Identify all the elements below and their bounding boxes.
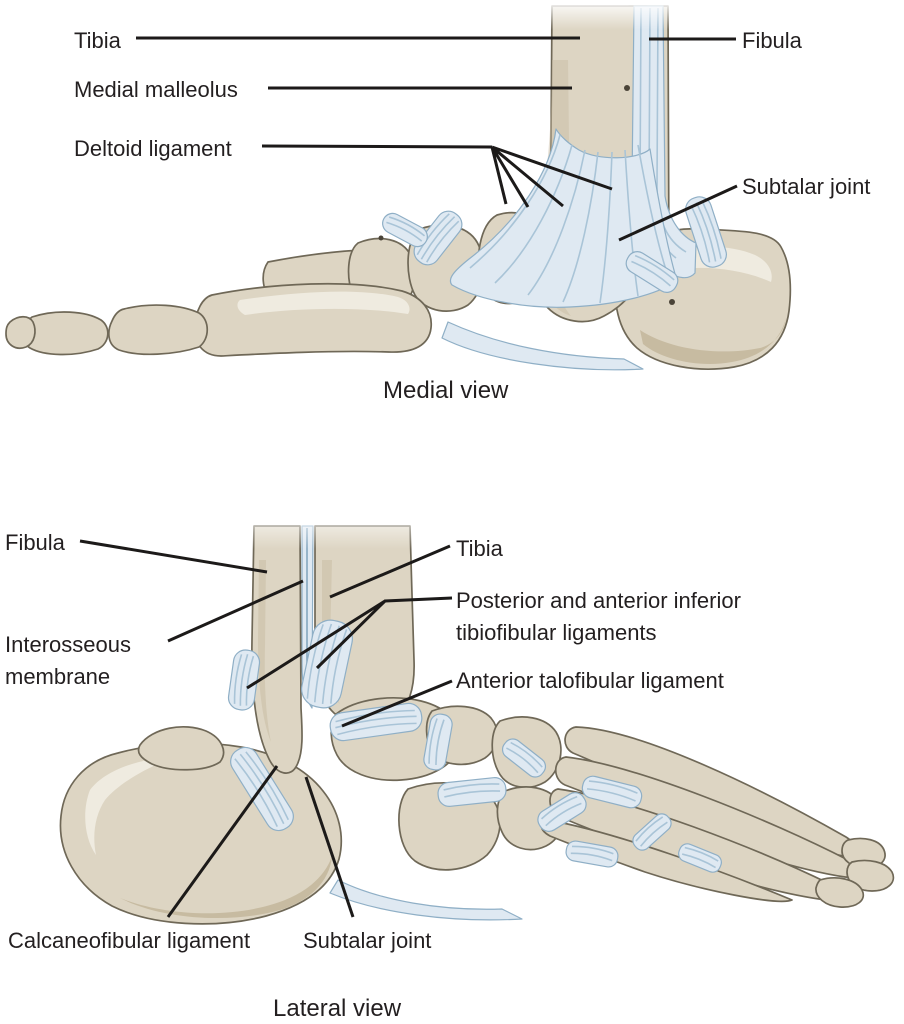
label-tibia-lateral: Tibia bbox=[456, 536, 503, 561]
label-calcaneofibular: Calcaneofibular ligament bbox=[8, 928, 251, 953]
leader-anterior-talofibular bbox=[341, 679, 453, 728]
tarsal-ligament-patch bbox=[423, 713, 453, 771]
calcaneus-shade bbox=[640, 318, 786, 364]
tarsal-ligament-patch bbox=[678, 843, 722, 873]
leader-calcaneofibular bbox=[166, 765, 279, 918]
tarsal-ligament-patch bbox=[537, 792, 587, 832]
tarsal-ligament-patch bbox=[501, 738, 547, 778]
plantar-ligament-graphic bbox=[441, 321, 644, 371]
bone-top-fade bbox=[538, 0, 678, 30]
calcaneus-posterior-process bbox=[137, 726, 225, 771]
label-tibia-medial: Tibia bbox=[74, 28, 121, 53]
tarsal-ligament-patch bbox=[437, 777, 507, 807]
leader-tibiofibular-ligaments bbox=[246, 596, 453, 690]
toe-tip-medial bbox=[5, 315, 36, 349]
label-fibula-lateral: Fibula bbox=[5, 530, 65, 555]
label-fibula-medial: Fibula bbox=[742, 28, 802, 53]
label-subtalar-joint-medial: Subtalar joint bbox=[742, 174, 871, 199]
subtalar-ligament-patch bbox=[685, 196, 727, 268]
phalanx-c-lateral bbox=[815, 877, 865, 908]
medial-leader-lines bbox=[136, 36, 738, 242]
label-interosseous-membrane: Interosseous membrane bbox=[5, 632, 131, 689]
calcaneus-highlight-lateral bbox=[85, 757, 175, 855]
label-tibiofibular-ligaments: Posterior and anterior inferior tibiofib… bbox=[456, 588, 741, 645]
caption-lateral-view: Lateral view bbox=[273, 995, 402, 1022]
leader-interosseous-membrane bbox=[167, 579, 304, 643]
medial-view-illustration bbox=[5, 0, 792, 371]
bone-dot bbox=[669, 299, 675, 305]
fibula-shade-lateral bbox=[258, 560, 271, 742]
lateral-view-illustration bbox=[59, 503, 895, 925]
bone-top-fade bbox=[240, 503, 425, 549]
distal-phalanx-medial bbox=[22, 311, 109, 356]
tarsal-ligament-patch bbox=[565, 840, 619, 868]
deltoid-ligament-graphic bbox=[449, 128, 678, 308]
caption-medial-view: Medial view bbox=[383, 377, 509, 404]
metatarsal-d-lateral bbox=[540, 819, 793, 903]
leader-subtalar-joint-lateral bbox=[304, 776, 355, 918]
label-subtalar-joint-lateral: Subtalar joint bbox=[303, 928, 432, 953]
label-deltoid-ligament: Deltoid ligament bbox=[74, 136, 232, 161]
calcaneus-shade-lateral bbox=[120, 856, 332, 919]
metatarsal-highlight bbox=[237, 291, 410, 315]
fibular-ligament-patch bbox=[227, 649, 261, 711]
tarsal-ligament-patch bbox=[382, 212, 428, 248]
proximal-phalanx-medial bbox=[108, 304, 209, 356]
plantar-ligament-graphic-lateral bbox=[329, 879, 523, 921]
talocalcaneal-ligament-patch bbox=[625, 251, 679, 293]
lateral-leader-lines bbox=[79, 539, 453, 918]
leader-fibula-lateral bbox=[79, 539, 268, 574]
tarsal-ligament-patch bbox=[632, 813, 672, 851]
bone-dot bbox=[624, 85, 630, 91]
leader-subtalar-joint bbox=[618, 184, 738, 242]
tarsal-ligament-patch bbox=[581, 775, 643, 809]
bone-dot bbox=[378, 235, 384, 241]
tarsal-ligament-patch bbox=[413, 210, 463, 266]
label-medial-malleolus: Medial malleolus bbox=[74, 77, 238, 102]
label-anterior-talofibular: Anterior talofibular ligament bbox=[456, 668, 724, 693]
tibiofibular-ligaments-graphic bbox=[301, 619, 353, 709]
leader-deltoid-ligament bbox=[261, 144, 613, 208]
leader-tibia-lateral bbox=[329, 544, 451, 599]
phalanx-b-lateral bbox=[846, 859, 895, 892]
